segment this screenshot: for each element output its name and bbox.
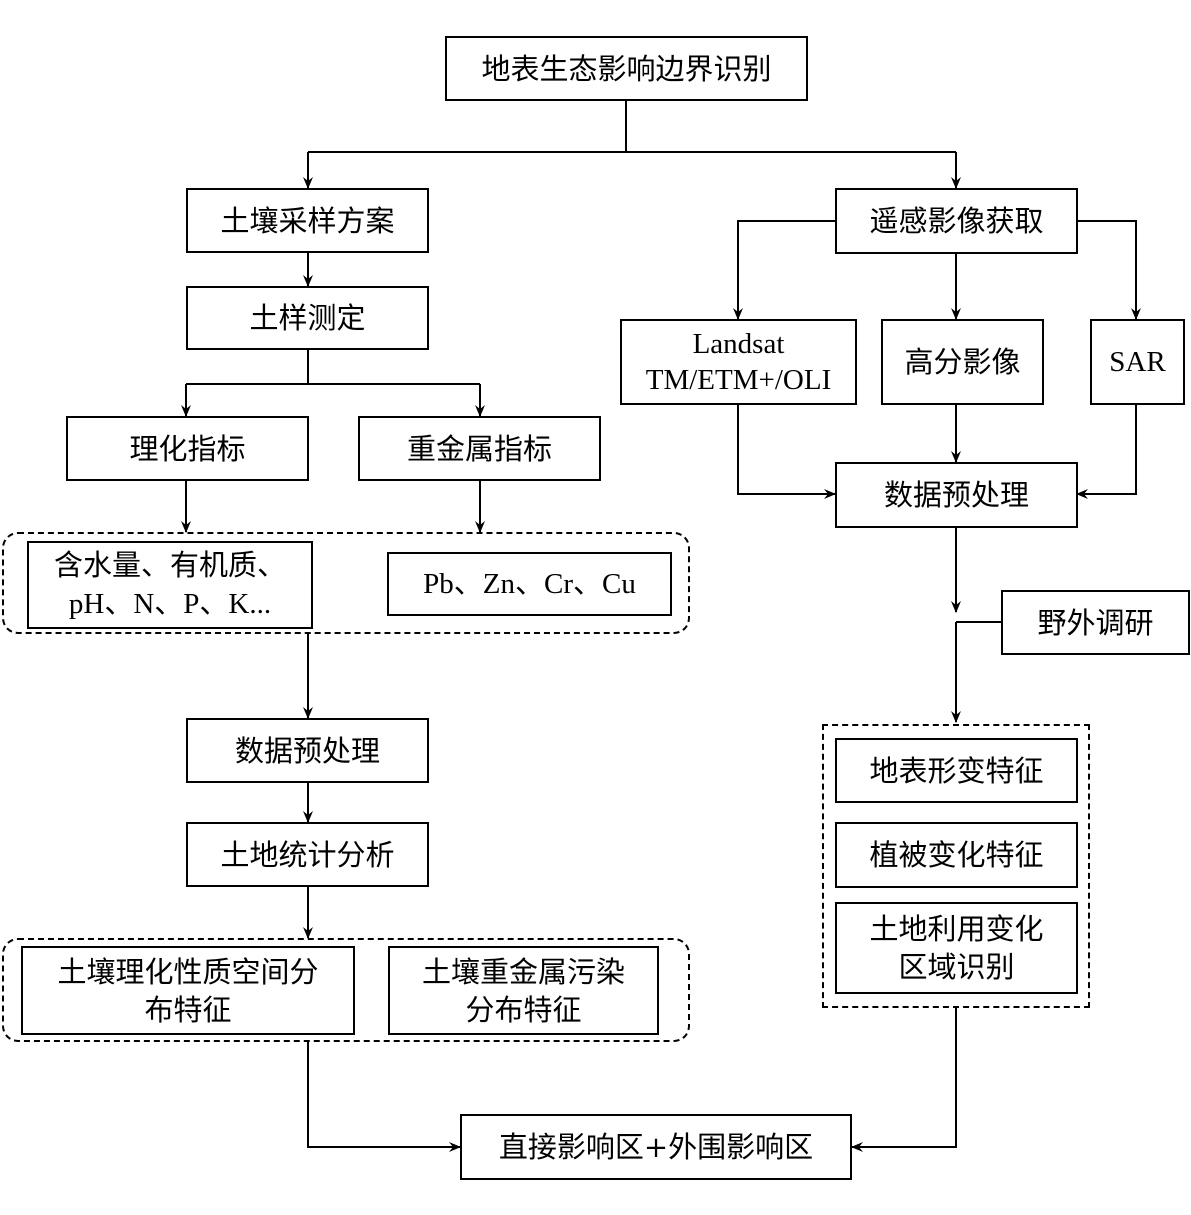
node-rs-preprocess: 数据预处理 xyxy=(835,462,1078,528)
node-soil-sampling-plan: 土壤采样方案 xyxy=(186,188,429,253)
node-physchem-index: 理化指标 xyxy=(66,416,309,481)
soil-distribution-group xyxy=(2,938,690,1042)
arrow-rs-to-landsat xyxy=(733,220,835,320)
node-soil-preprocess-label: 数据预处理 xyxy=(234,733,380,768)
node-surface-deformation: 地表形变特征 xyxy=(835,738,1078,803)
node-root-label: 地表生态影响边界识别 xyxy=(481,51,772,86)
node-soil-preprocess: 数据预处理 xyxy=(186,718,429,783)
node-physchem-items: 含水量、有机质、 pH、N、P、K... xyxy=(27,541,313,629)
node-land-statistics-label: 土地统计分析 xyxy=(220,837,395,872)
node-rs-acquisition: 遥感影像获取 xyxy=(835,188,1078,254)
node-landuse-change-line-1: 土地利用变化 xyxy=(869,912,1044,946)
rs-feature-group xyxy=(822,724,1090,1008)
arrow-dist-to-final xyxy=(307,1042,461,1152)
node-high-res-imagery: 高分影像 xyxy=(881,319,1044,405)
node-soil-measurement-label: 土样测定 xyxy=(249,301,366,335)
arrow-sar-to-preprocess xyxy=(1076,405,1137,499)
node-vegetation-change: 植被变化特征 xyxy=(835,822,1078,888)
node-soil-physchem-distribution: 土壤理化性质空间分 布特征 xyxy=(21,946,355,1035)
node-heavy-metal-items: Pb、Zn、Cr、Cu xyxy=(387,552,672,616)
node-final-impact-zone: 直接影响区+外围影响区 xyxy=(460,1114,852,1180)
node-field-survey-label: 野外调研 xyxy=(1037,605,1154,640)
node-soil-sampling-plan-label: 土壤采样方案 xyxy=(220,203,395,238)
node-soil-metal-distribution: 土壤重金属污染 分布特征 xyxy=(388,946,659,1035)
node-root: 地表生态影响边界识别 xyxy=(445,36,808,101)
node-landsat-line-1: Landsat xyxy=(692,328,785,360)
node-physchem-items-line-1: 含水量、有机质、 xyxy=(53,548,286,582)
node-sar-label: SAR xyxy=(1109,346,1166,378)
node-high-res-imagery-label: 高分影像 xyxy=(904,345,1021,379)
node-vegetation-change-label: 植被变化特征 xyxy=(869,838,1044,872)
soil-index-group xyxy=(2,532,690,634)
node-heavy-metal-items-label: Pb、Zn、Cr、Cu xyxy=(423,568,636,600)
arrow-root-to-soil-plan xyxy=(308,151,956,188)
node-rs-acquisition-label: 遥感影像获取 xyxy=(869,204,1044,238)
node-surface-deformation-label: 地表形变特征 xyxy=(869,753,1044,788)
node-soil-measurement: 土样测定 xyxy=(186,286,429,350)
node-soil-metal-distribution-line-2: 分布特征 xyxy=(465,992,582,1027)
arrow-rs-to-sar xyxy=(1077,220,1141,320)
node-physchem-items-line-2: pH、N、P、K... xyxy=(68,588,272,620)
node-soil-metal-distribution-line-1: 土壤重金属污染 xyxy=(421,954,625,989)
node-final-impact-zone-label: 直接影响区+外围影响区 xyxy=(498,1130,814,1164)
arrow-features-to-final xyxy=(851,1008,957,1152)
arrow-landsat-to-preprocess xyxy=(737,405,836,499)
node-sar: SAR xyxy=(1090,319,1185,405)
node-landsat-line-2: TM/ETM+/OLI xyxy=(645,364,832,396)
node-physchem-index-label: 理化指标 xyxy=(129,431,246,466)
node-soil-physchem-distribution-line-1: 土壤理化性质空间分 xyxy=(57,954,319,989)
node-field-survey: 野外调研 xyxy=(1001,590,1190,655)
node-landsat: Landsat TM/ETM+/OLI xyxy=(620,319,857,405)
node-rs-preprocess-label: 数据预处理 xyxy=(883,478,1029,512)
node-heavy-metal-index: 重金属指标 xyxy=(358,416,601,481)
node-heavy-metal-index-label: 重金属指标 xyxy=(406,431,552,466)
node-soil-physchem-distribution-line-2: 布特征 xyxy=(144,992,232,1027)
node-landuse-change: 土地利用变化 区域识别 xyxy=(835,902,1078,994)
arrow-measure-split xyxy=(186,350,480,385)
node-land-statistics: 土地统计分析 xyxy=(186,822,429,887)
node-landuse-change-line-2: 区域识别 xyxy=(898,950,1015,984)
